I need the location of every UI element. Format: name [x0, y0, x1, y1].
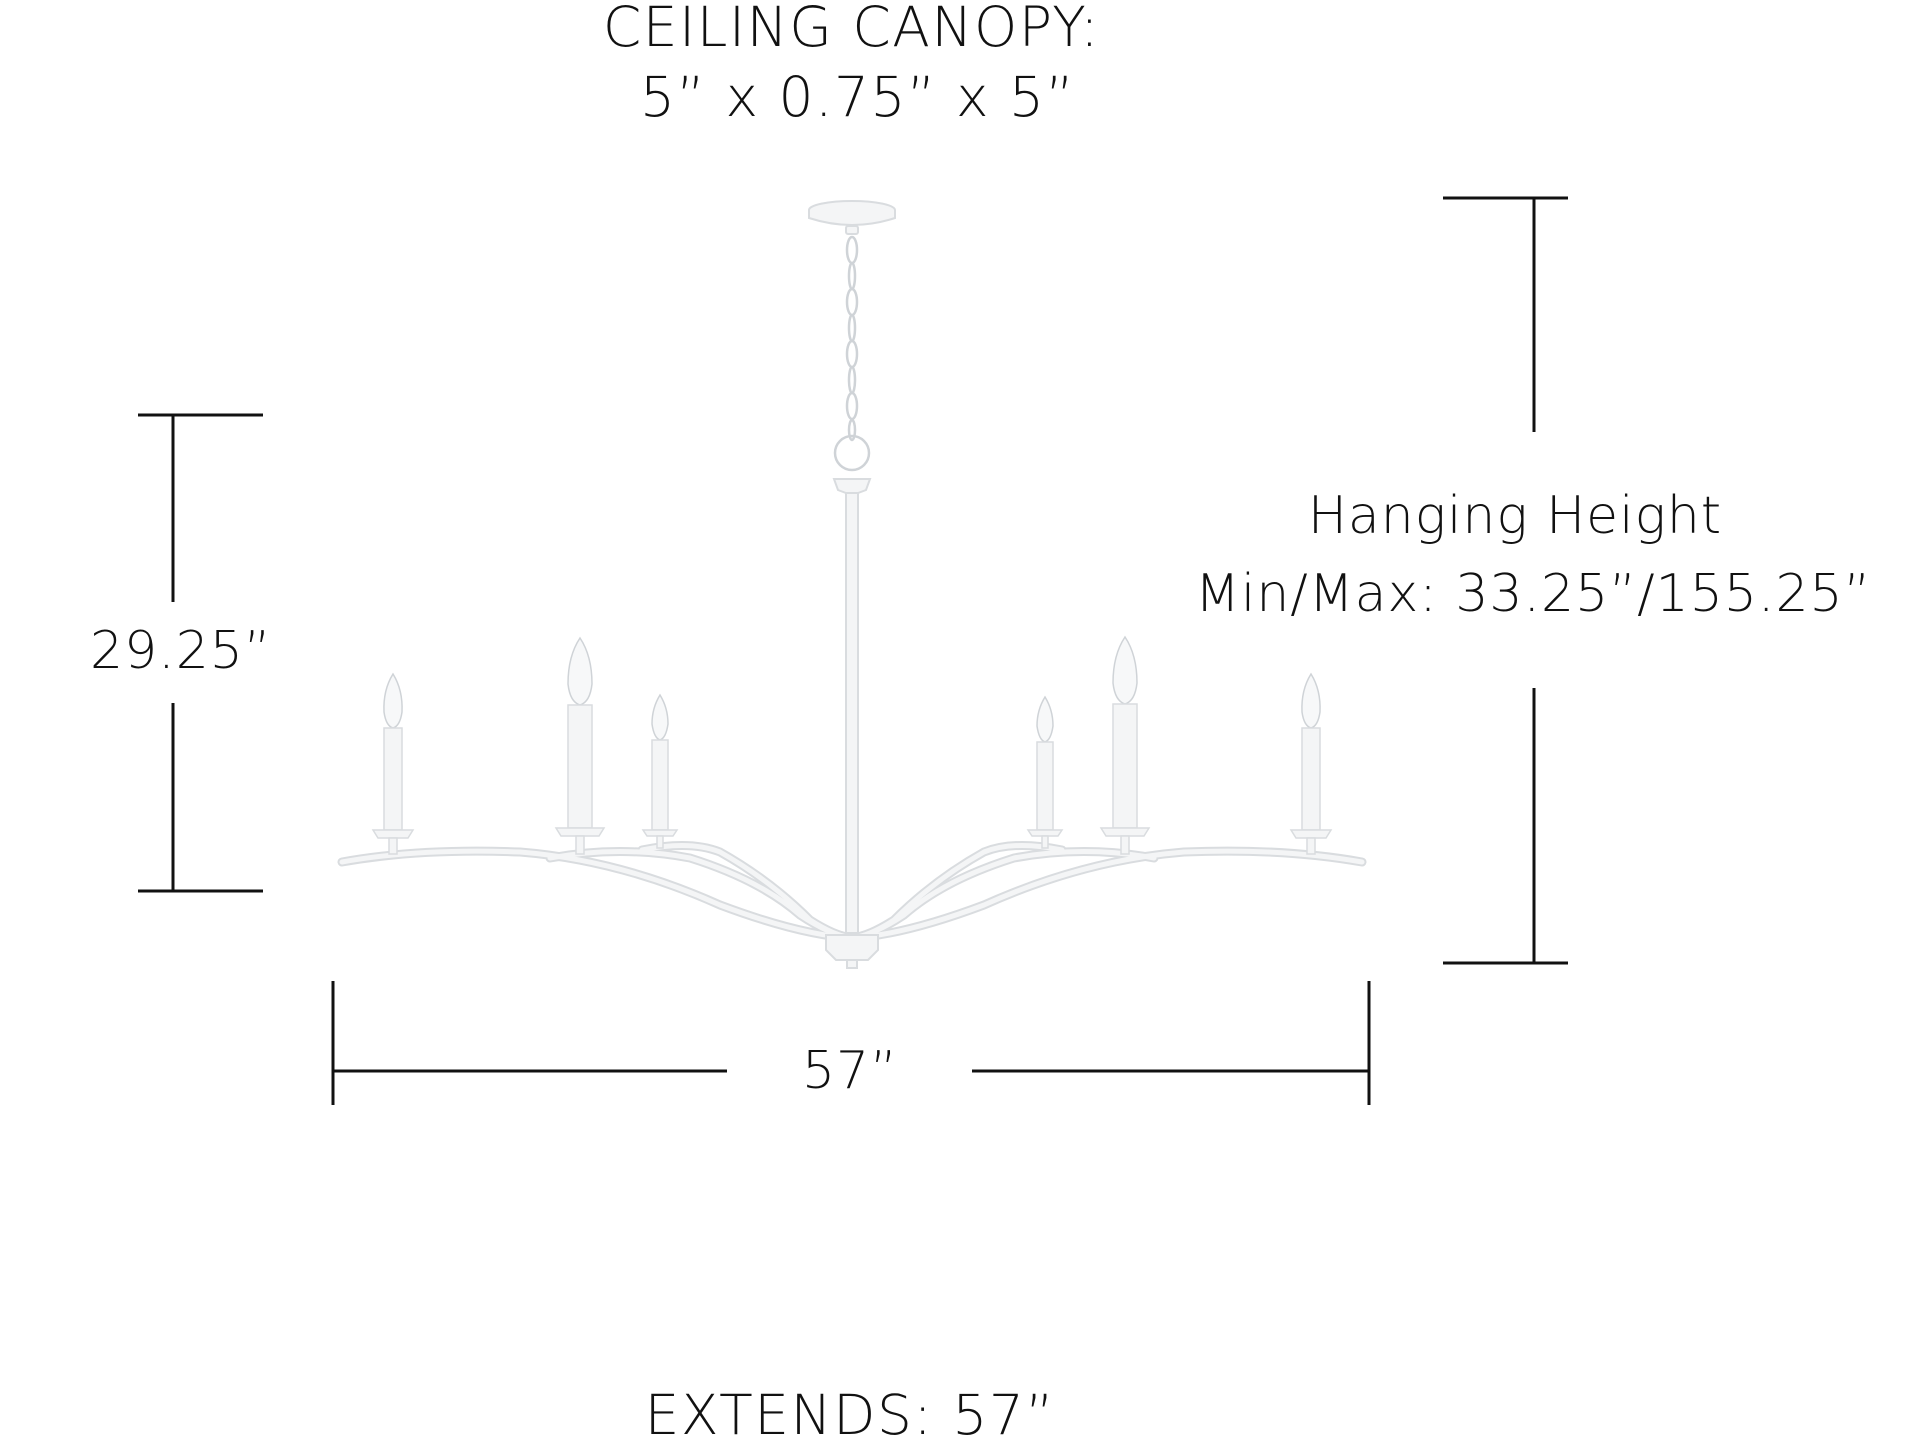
chain	[833, 235, 871, 472]
hanging-height-value: Min/Max: 33.25”/155.25”	[1195, 564, 1872, 624]
candle-4	[1026, 695, 1064, 849]
chandelier-illustration	[337, 200, 1367, 969]
center-stem	[832, 478, 872, 934]
candle-3	[641, 693, 679, 849]
hanging-height-title: Hanging Height	[1307, 486, 1723, 546]
candle-1	[371, 672, 415, 855]
candle-5	[1099, 635, 1151, 855]
candle-6	[1289, 672, 1333, 855]
canopy-dimensions: 5” x 0.75” x 5”	[640, 65, 1076, 129]
hanging-height-dimension-lines	[1443, 196, 1568, 965]
candle-2	[554, 636, 606, 855]
ceiling-canopy	[808, 200, 896, 235]
width-dimension-lines	[331, 981, 1371, 1105]
height-dimension-lines	[138, 413, 263, 893]
canopy-title: CEILING CANOPY:	[602, 0, 1101, 59]
arms-fill	[339, 842, 1365, 941]
width-dimension-label: 57”	[801, 1041, 899, 1101]
height-dimension-label: 29.25”	[90, 621, 272, 681]
extends-label: EXTENDS: 57”	[644, 1383, 1056, 1447]
bottom-hub	[825, 934, 879, 969]
